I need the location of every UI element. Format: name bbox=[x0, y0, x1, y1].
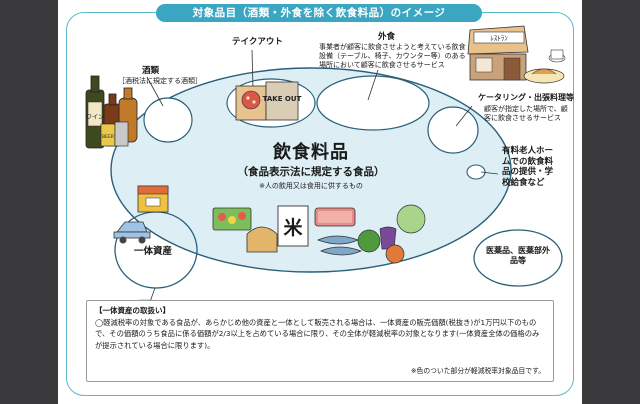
diagram-title: 対象品目（酒類・外食を除く飲食料品）のイメージ bbox=[156, 4, 482, 22]
food-beverage-note: ※人の飲用又は食用に供するもの bbox=[259, 182, 363, 190]
note-box-title: 【一体資産の取扱い】 bbox=[95, 306, 170, 315]
wine-label: ワイン bbox=[86, 114, 104, 121]
catering-description: 顧客が指定した場所で、顧客に飲食させるサービス bbox=[484, 105, 568, 122]
note-box-footnote: ※色のついた部分が軽減税率対象品目です。 bbox=[410, 367, 545, 375]
nursing-home-label: 有料老人ホームでの飲食料品の提供・学校給食など bbox=[502, 146, 554, 188]
dining-out-label: 外食 bbox=[378, 32, 396, 42]
alcohol-bottles-illustration: ワイン BEER bbox=[85, 75, 138, 149]
integrated-asset-illustration bbox=[113, 185, 169, 244]
food-beverage-subtitle: （食品表示法に規定する食品） bbox=[237, 166, 385, 178]
pharma-label: 医薬品、医薬部外品等 bbox=[486, 246, 550, 265]
integrated-asset-label: 一体資産 bbox=[134, 246, 173, 257]
takeout-leader bbox=[251, 49, 254, 90]
integrated-asset-note-box: 【一体資産の取扱い】 ◯軽減税率の対象である食品が、あらかじめ他の資産と一体とし… bbox=[86, 300, 554, 382]
food-illustration: 米 bbox=[212, 204, 426, 264]
nursing-leader bbox=[480, 171, 499, 175]
dining-leader bbox=[367, 69, 379, 101]
catering-oval bbox=[427, 106, 479, 154]
pharma-ellipse bbox=[473, 229, 563, 287]
takeout-box-label: TAKE OUT bbox=[263, 95, 302, 103]
alcohol-oval bbox=[143, 97, 193, 143]
restaurant-illustration: ﾚｽﾄﾗﾝ bbox=[467, 25, 566, 84]
right-gray-bar bbox=[582, 0, 640, 404]
restaurant-sign: ﾚｽﾄﾗﾝ bbox=[490, 35, 508, 43]
takeout-label: テイクアウト bbox=[232, 37, 283, 47]
nursing-home-oval bbox=[466, 164, 486, 180]
catering-leader bbox=[455, 105, 473, 127]
alcohol-label: 酒類 bbox=[142, 66, 160, 76]
alcohol-leader bbox=[146, 76, 164, 107]
alcohol-sublabel: ［酒税法に規定する酒類］ bbox=[118, 77, 202, 85]
note-box-body: ◯軽減税率の対象である食品が、あらかじめ他の資産と一体として販売される場合は、一… bbox=[95, 318, 540, 350]
takeout-illustration: TAKE OUT bbox=[235, 81, 302, 121]
left-gray-bar bbox=[0, 0, 58, 404]
food-beverage-title: 飲食料品 bbox=[273, 142, 349, 163]
dining-out-oval bbox=[316, 75, 430, 131]
catering-label: ケータリング・出張料理等 bbox=[478, 93, 574, 102]
beer-label: BEER bbox=[102, 134, 114, 140]
rice-bag-label: 米 bbox=[283, 216, 303, 239]
dining-out-description: 事業者が顧客に飲食させようと考えている飲食設備（テーブル、椅子、カウンター等）の… bbox=[319, 43, 466, 69]
